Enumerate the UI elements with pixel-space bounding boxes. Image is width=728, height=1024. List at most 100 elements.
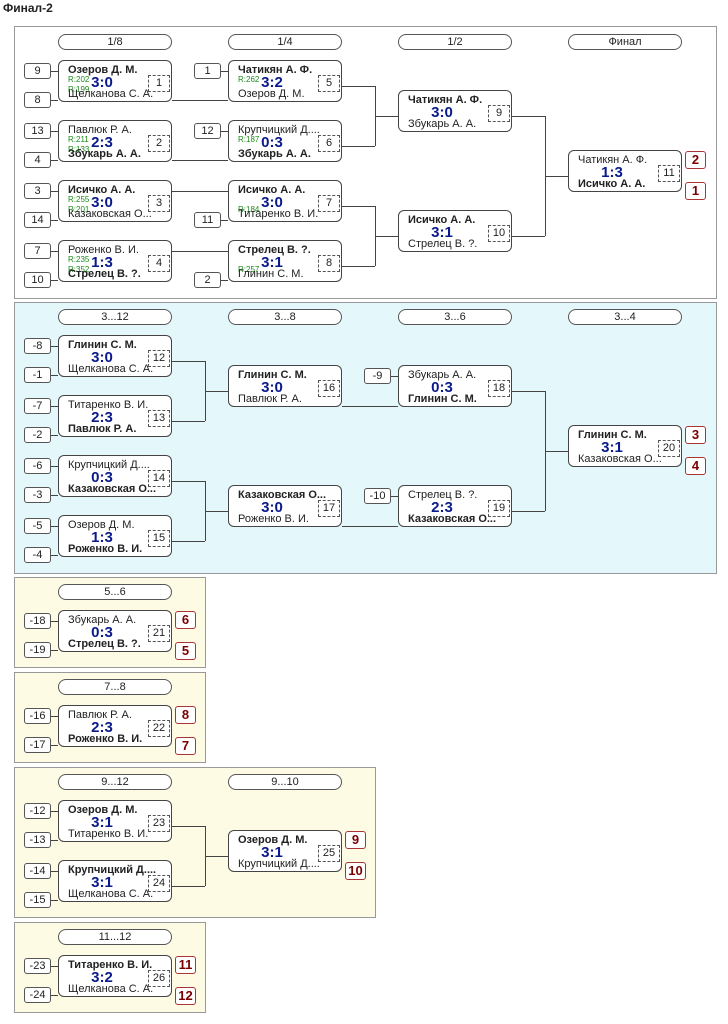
connector-line [205, 511, 228, 512]
match-score: 3:0 [91, 194, 113, 211]
player-top: Чатикян А. Ф. [578, 154, 648, 166]
match-score: 3:1 [91, 874, 113, 891]
rating-top: R:187 [238, 135, 260, 144]
player-top: Исичко А. А. [68, 184, 136, 196]
connector-line [512, 391, 545, 392]
match-score: 1:3 [601, 164, 623, 181]
match-box[interactable]: Крупчицкий Д.... R:187 0:3 Збукарь А. А.… [228, 120, 342, 162]
match-box[interactable]: Крупчицкий Д.... 0:3 Казаковская О... 14 [58, 455, 172, 497]
seed-number: -4 [24, 547, 51, 563]
match-box[interactable]: Исичко А. А. 3:1 Стрелец В. ?. 10 [398, 210, 512, 252]
rating-top: R:255 [68, 195, 90, 204]
connector-line [342, 406, 398, 407]
match-box[interactable]: Озеров Д. М. 3:1 Крупчицкий Д.... 25 [228, 830, 342, 872]
match-number: 24 [148, 875, 170, 892]
match-score: 2:3 [431, 499, 453, 516]
match-box[interactable]: Павлюк Р. А. R:211 R:133 2:3 Збукарь А. … [58, 120, 172, 162]
player-top: Озеров Д. М. [68, 64, 138, 76]
match-box[interactable]: Стрелец В. ?. R:257 3:1 Глинин С. М. 8 [228, 240, 342, 282]
player-top: Озеров Д. М. [68, 804, 138, 816]
player-bottom: Глинин С. М. [408, 393, 477, 405]
player-bottom: Роженко В. И. [68, 733, 143, 745]
player-bottom: Щелканова С. А. [68, 363, 154, 375]
connector-line [512, 511, 545, 512]
player-top: Исичко А. А. [408, 214, 476, 226]
player-bottom: Озеров Д. М. [238, 88, 305, 100]
match-box[interactable]: Збукарь А. А. 0:3 Глинин С. М. 18 [398, 365, 512, 407]
match-box[interactable]: Исичко А. А. R:255 R:201 3:0 Казаковская… [58, 180, 172, 222]
connector-line [172, 251, 228, 252]
match-box[interactable]: Глинин С. М. 3:0 Щелканова С. А. 12 [58, 335, 172, 377]
match-number: 9 [488, 105, 510, 122]
player-bottom: Стрелец В. ?. [68, 268, 141, 280]
seed-number: 7 [24, 243, 51, 259]
seed-number: -7 [24, 398, 51, 414]
player-top: Титаренко В. И. [68, 959, 153, 971]
rating-bottom: R:133 [68, 145, 90, 154]
player-top: Павлюк Р. А. [68, 709, 132, 721]
match-box[interactable]: Озеров Д. М. 3:1 Титаренко В. И. 23 [58, 800, 172, 842]
place-badge: 8 [175, 706, 196, 724]
player-top: Титаренко В. И. [68, 399, 149, 411]
match-score: 3:0 [91, 349, 113, 366]
match-box[interactable]: Озеров Д. М. R:202 R:199 3:0 Щелканова С… [58, 60, 172, 102]
match-box[interactable]: Чатикян А. Ф. 1:3 Исичко А. А. 11 [568, 150, 682, 192]
round-header: 1/4 [228, 34, 342, 50]
place-badge: 2 [685, 151, 706, 169]
place-badge: 12 [175, 987, 196, 1005]
seed-number: -14 [24, 863, 51, 879]
match-box[interactable]: Павлюк Р. А. 2:3 Роженко В. И. 22 [58, 705, 172, 747]
place-badge: 3 [685, 426, 706, 444]
player-top: Стрелец В. ?. [238, 244, 311, 256]
connector-line [172, 886, 205, 887]
place-badge: 6 [175, 611, 196, 629]
seed-number: -16 [24, 708, 51, 724]
match-number: 1 [148, 75, 170, 92]
match-number: 10 [488, 225, 510, 242]
match-box[interactable]: Крупчицкий Д.... 3:1 Щелканова С. А. 24 [58, 860, 172, 902]
match-number: 14 [148, 470, 170, 487]
match-number: 23 [148, 815, 170, 832]
connector-line [205, 391, 228, 392]
player-top: Крупчицкий Д.... [238, 124, 320, 136]
seed-number: -13 [24, 832, 51, 848]
match-box[interactable]: Збукарь А. А. 0:3 Стрелец В. ?. 21 [58, 610, 172, 652]
match-score: 3:0 [261, 499, 283, 516]
match-score: 3:2 [261, 74, 283, 91]
round-header: 11...12 [58, 929, 172, 945]
match-number: 25 [318, 845, 340, 862]
match-box[interactable]: Казаковская О... 3:0 Роженко В. И. 17 [228, 485, 342, 527]
connector-line [172, 191, 228, 192]
match-box[interactable]: Глинин С. М. 3:0 Павлюк Р. А. 16 [228, 365, 342, 407]
player-top: Глинин С. М. [68, 339, 137, 351]
page-title: Финал-2 [3, 1, 53, 15]
player-top: Збукарь А. А. [408, 369, 477, 381]
match-number: 7 [318, 195, 340, 212]
match-box[interactable]: Чатикян А. Ф. R:262 3:2 Озеров Д. М. 5 [228, 60, 342, 102]
match-box[interactable]: Озеров Д. М. 1:3 Роженко В. И. 15 [58, 515, 172, 557]
match-box[interactable]: Чатикян А. Ф. 3:0 Збукарь А. А. 9 [398, 90, 512, 132]
match-box[interactable]: Глинин С. М. 3:1 Казаковская О... 20 [568, 425, 682, 467]
rating-bottom: R:201 [68, 205, 90, 214]
match-score: 2:3 [91, 134, 113, 151]
match-box[interactable]: Исичко А. А. R:184 3:0 Титаренко В. И. 7 [228, 180, 342, 222]
seed-number: 8 [24, 92, 51, 108]
match-box[interactable]: Титаренко В. И. 3:2 Щелканова С. А. 26 [58, 955, 172, 997]
match-box[interactable]: Титаренко В. И. 2:3 Павлюк Р. А. 13 [58, 395, 172, 437]
round-header: 5...6 [58, 584, 172, 600]
match-number: 18 [488, 380, 510, 397]
match-score: 3:0 [261, 194, 283, 211]
match-number: 20 [658, 440, 680, 457]
match-box[interactable]: Стрелец В. ?. 2:3 Казаковская О... 19 [398, 485, 512, 527]
seed-number: -18 [24, 613, 51, 629]
match-score: 3:1 [261, 844, 283, 861]
connector-line [172, 826, 205, 827]
seed-number: -2 [24, 427, 51, 443]
player-bottom: Роженко В. И. [68, 543, 143, 555]
seed-number: 12 [194, 123, 221, 139]
place-badge: 7 [175, 737, 196, 755]
round-header: 3...4 [568, 309, 682, 325]
player-bottom: Стрелец В. ?. [408, 238, 478, 250]
match-number: 19 [488, 500, 510, 517]
match-box[interactable]: Роженко В. И. R:235 R:352 1:3 Стрелец В.… [58, 240, 172, 282]
